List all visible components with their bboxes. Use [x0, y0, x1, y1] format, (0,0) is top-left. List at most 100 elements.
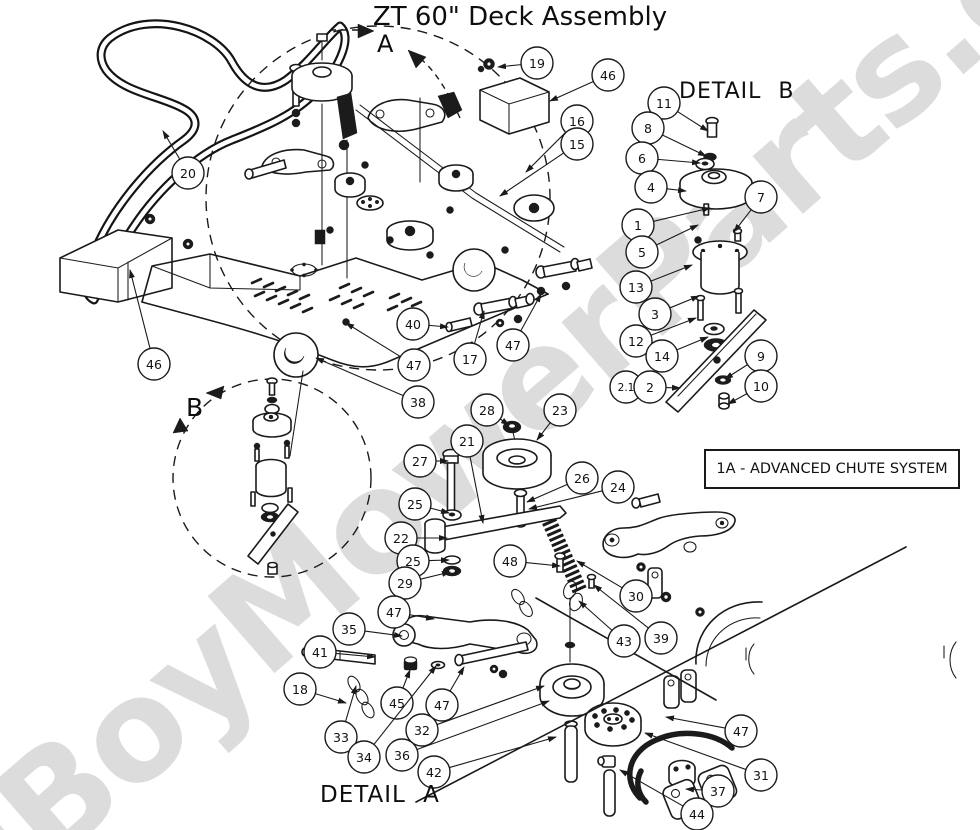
callout-26: 26 — [526, 461, 599, 503]
callout-32: 32 — [405, 685, 545, 747]
svg-text:8: 8 — [644, 121, 652, 136]
svg-text:13: 13 — [628, 280, 644, 295]
callout-30: 30 — [576, 560, 653, 613]
callout-48: 48 — [493, 544, 561, 578]
svg-text:30: 30 — [628, 589, 644, 604]
svg-text:27: 27 — [412, 454, 428, 469]
svg-text:40: 40 — [405, 317, 421, 332]
svg-text:4: 4 — [647, 180, 655, 195]
svg-text:33: 33 — [333, 730, 349, 745]
svg-text:42: 42 — [426, 765, 442, 780]
svg-text:25: 25 — [405, 554, 421, 569]
svg-text:18: 18 — [292, 682, 308, 697]
svg-text:46: 46 — [146, 357, 162, 372]
callout-27: 27 — [403, 444, 449, 478]
callout-37: 37 — [685, 774, 735, 808]
svg-text:2: 2 — [646, 380, 654, 395]
svg-text:24: 24 — [610, 480, 626, 495]
svg-text:47: 47 — [434, 698, 450, 713]
callout-5: 5 — [625, 224, 699, 269]
callout-1: 1 — [621, 206, 711, 242]
svg-text:29: 29 — [397, 576, 413, 591]
svg-text:14: 14 — [654, 349, 670, 364]
svg-text:11: 11 — [656, 96, 672, 111]
callout-13: 13 — [619, 264, 693, 304]
callout-47: 47 — [345, 322, 431, 382]
svg-text:46: 46 — [600, 68, 616, 83]
lift-link-assemblies — [342, 257, 593, 333]
callout-35: 35 — [332, 612, 403, 646]
svg-text:19: 19 — [529, 56, 545, 71]
svg-text:26: 26 — [574, 471, 590, 486]
chute-system-note: 1A - ADVANCED CHUTE SYSTEM — [704, 449, 960, 489]
svg-text:37: 37 — [710, 784, 726, 799]
callout-3: 3 — [638, 295, 700, 331]
svg-text:44: 44 — [689, 807, 705, 822]
deck-belt — [81, 19, 350, 305]
callout-47: 47 — [496, 293, 542, 362]
region-b-spindle — [247, 377, 299, 575]
callout-20: 20 — [162, 130, 205, 190]
svg-text:5: 5 — [638, 245, 646, 260]
callout-28: 28 — [470, 393, 510, 427]
callout-2.1: 2.1 — [609, 370, 643, 404]
svg-text:7: 7 — [757, 190, 765, 205]
svg-text:10: 10 — [753, 379, 769, 394]
svg-text:21: 21 — [459, 434, 475, 449]
svg-text:43: 43 — [616, 634, 632, 649]
callout-41: 41 — [303, 635, 376, 669]
page-title: ZT 60" Deck Assembly — [372, 2, 668, 32]
detail-b-label: DETAIL B — [679, 79, 795, 104]
callout-24: 24 — [528, 470, 635, 510]
callout-39: 39 — [593, 584, 678, 655]
callout-40: 40 — [396, 307, 449, 341]
svg-text:20: 20 — [180, 166, 196, 181]
callout-34: 34 — [347, 665, 437, 774]
svg-text:6: 6 — [638, 151, 646, 166]
callout-14: 14 — [645, 336, 709, 373]
svg-text:1: 1 — [634, 218, 642, 233]
callout-47: 47 — [665, 714, 758, 748]
callout-23: 23 — [536, 393, 577, 441]
callout-46: 46 — [549, 58, 625, 102]
callout-38: 38 — [315, 357, 435, 419]
svg-text:34: 34 — [356, 750, 372, 765]
callout-6: 6 — [625, 141, 701, 175]
callout-10: 10 — [727, 369, 778, 405]
svg-text:2.1: 2.1 — [618, 382, 635, 394]
svg-text:39: 39 — [653, 631, 669, 646]
svg-text:9: 9 — [757, 349, 765, 364]
callout-36: 36 — [385, 700, 550, 772]
callout-31: 31 — [644, 732, 778, 792]
svg-text:22: 22 — [393, 531, 409, 546]
svg-text:3: 3 — [651, 307, 659, 322]
detail-a-label: DETAIL A — [320, 782, 440, 808]
svg-text:47: 47 — [733, 724, 749, 739]
region-a-boundary — [205, 23, 551, 371]
svg-text:16: 16 — [569, 114, 585, 129]
callout-25: 25 — [398, 487, 450, 521]
left-bracket — [59, 213, 194, 303]
svg-text:41: 41 — [312, 645, 328, 660]
callout-18: 18 — [283, 672, 347, 706]
deck-shell — [141, 229, 549, 378]
callout-8: 8 — [631, 111, 707, 157]
svg-text:28: 28 — [479, 403, 495, 418]
svg-text:15: 15 — [569, 137, 585, 152]
callout-17: 17 — [453, 310, 487, 376]
callout-47: 47 — [425, 666, 465, 722]
callout-16: 16 — [525, 104, 594, 173]
callout-11: 11 — [647, 86, 709, 132]
idler-and-chute-group — [424, 420, 763, 675]
svg-text:48: 48 — [502, 554, 518, 569]
callout-45: 45 — [380, 669, 414, 720]
svg-text:47: 47 — [406, 358, 422, 373]
deck-top-components — [244, 33, 565, 279]
callout-46: 46 — [129, 269, 171, 381]
svg-text:31: 31 — [753, 768, 769, 783]
svg-text:17: 17 — [462, 352, 478, 367]
callout-2: 2 — [633, 370, 681, 404]
callout-47: 47 — [377, 595, 435, 629]
callout-4: 4 — [634, 170, 687, 204]
